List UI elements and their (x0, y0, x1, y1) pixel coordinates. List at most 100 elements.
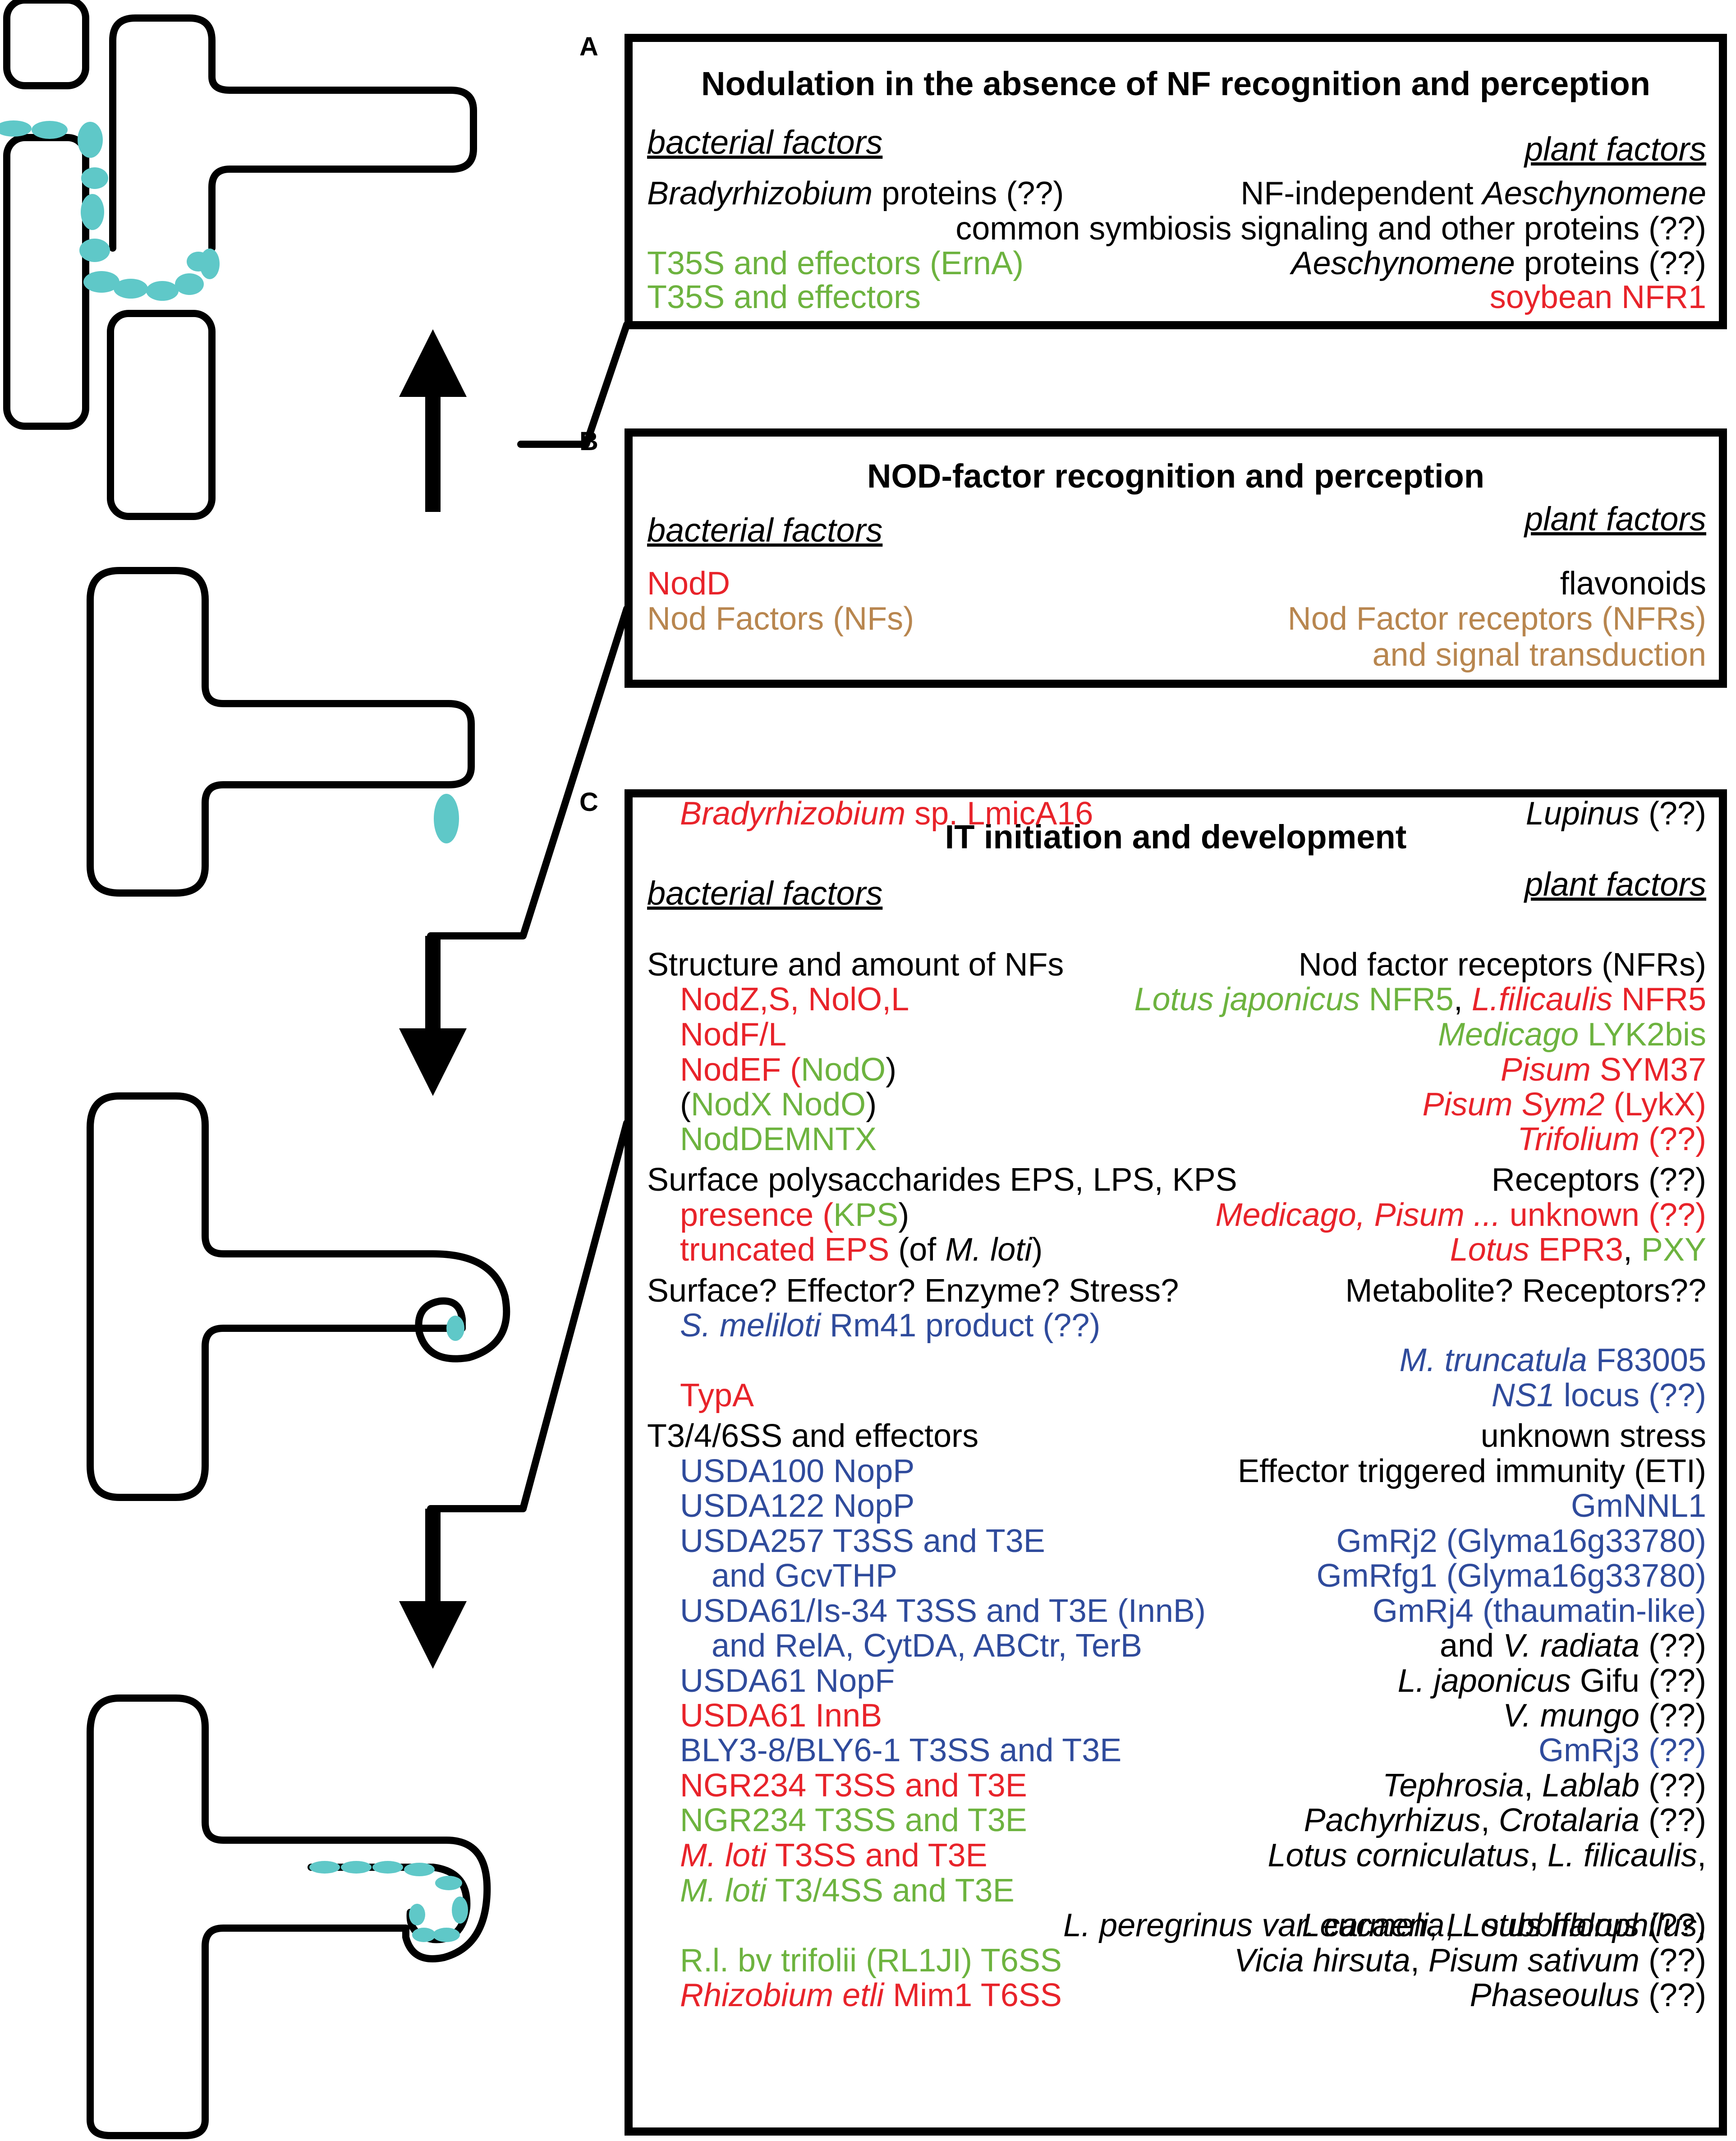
panel-c-line-5: Medicago LYK2bis (1438, 1018, 1706, 1051)
panel-b-plant-header: plant factors (1524, 500, 1706, 538)
text-segment: USDA100 NopP (680, 1453, 915, 1489)
text-segment: Vicia hirsuta (1234, 1943, 1410, 1979)
text-segment: T3SS and T3E (767, 1837, 987, 1874)
text-segment: L.filicaulis (1471, 981, 1612, 1018)
text-segment: NF-independent (1240, 175, 1483, 212)
panel-c-line-37: and V. radiata (??) (1440, 1630, 1706, 1662)
text-segment: Lotus (1450, 1232, 1529, 1268)
text-segment: (??) (1639, 796, 1706, 832)
panel-a-line-1: NF-independent Aeschynomene (1240, 177, 1706, 210)
text-segment: ) (886, 1052, 897, 1088)
text-segment: Aeschynomene (1291, 245, 1515, 281)
text-segment: Bradyrhizobium (647, 175, 873, 212)
panel-c-line-7: Pisum SYM37 (1501, 1054, 1706, 1086)
panel-c-line-46: NGR234 T3SS and T3E (680, 1804, 1027, 1837)
panel-c-line-38: USDA61 NopF (680, 1665, 895, 1697)
panel-c-line-47: Pachyrhizus, Crotalaria (??) (1304, 1804, 1706, 1837)
root-hair-cell-a (109, 14, 477, 252)
text-segment: flavonoids (1560, 566, 1706, 602)
text-segment: , (1524, 1768, 1542, 1804)
panel-c-line-36: and RelA, CytDA, ABCtr, TerB (712, 1630, 1142, 1662)
text-segment: unknown (??) (1500, 1197, 1706, 1233)
panel-b-line-0: NodD (647, 567, 730, 600)
text-segment: Bradyrhizobium (680, 796, 906, 832)
text-segment: TypA (680, 1377, 754, 1414)
text-segment: (??) (1639, 1802, 1706, 1838)
panel-c-line-51: Leucaena, Lotus halophilus, (1302, 1909, 1706, 1942)
text-segment: (LykX) (1604, 1087, 1706, 1123)
text-segment: Medicago, Pisum ... (1215, 1197, 1501, 1233)
text-segment: , (1410, 1943, 1428, 1979)
text-segment: NodEF ( (680, 1052, 801, 1088)
text-segment: Crotalaria (1498, 1802, 1640, 1838)
text-segment: (??) (1639, 1943, 1706, 1979)
text-segment: (??) (1639, 1628, 1706, 1664)
text-segment: M. loti (680, 1837, 767, 1874)
panel-c-line-4: NodF/L (680, 1018, 786, 1051)
text-segment: proteins (??) (1515, 245, 1706, 281)
panel-c-line-25: T3/4/6SS and effectors (647, 1420, 978, 1452)
panel-c-line-56: Phaseoulus (??) (1470, 1979, 1706, 2012)
text-segment: Lotus corniculatus (1268, 1837, 1529, 1874)
text-segment: , (1444, 1907, 1463, 1943)
arrow-up (399, 329, 467, 512)
panel-letter-a: A (579, 32, 598, 61)
text-segment: Receptors (??) (1491, 1162, 1706, 1198)
panel-c-line-44: NGR234 T3SS and T3E (680, 1769, 1027, 1802)
panel-c-line-11: Trifolium (??) (1517, 1123, 1706, 1156)
text-segment: NodX NodO (690, 1087, 866, 1123)
text-segment: L. filicaulis (1547, 1837, 1697, 1874)
text-segment: T3/4/6SS and effectors (647, 1418, 979, 1454)
text-segment: Pisum (1500, 1052, 1591, 1088)
panel-c-line-52: L. peregrinus var. carmeli, L. subbiflor… (1063, 1909, 1706, 1942)
text-segment: proteins (??) (873, 175, 1064, 212)
panel-c-line-22: NS1 locus (??) (1492, 1379, 1706, 1412)
text-segment: GmRj4 (thaumatin-like) (1372, 1593, 1706, 1629)
text-segment: NFR5 (1612, 981, 1706, 1018)
text-segment: presence ( (680, 1197, 834, 1233)
panel-c-line-53: R.l. bv trifolii (RL1JI) T6SS (680, 1944, 1062, 1977)
text-segment: Pachyrhizus (1304, 1802, 1481, 1838)
text-segment: GmNNL1 (1571, 1488, 1706, 1524)
text-segment: Lotus halophilus (1462, 1907, 1697, 1943)
panel-c-line-2: NodZ,S, NolO,L (680, 983, 909, 1016)
arrow-down-1 (399, 936, 467, 1096)
panel-c-line-30: GmRj2 (Glyma16g33780) (1336, 1525, 1706, 1557)
text-segment: Structure and amount of NFs (647, 947, 1064, 983)
epidermal-cell-left-top (3, 0, 89, 89)
bacteria-in-infection-thread (309, 1861, 468, 1942)
panel-c-line-6: NodEF (NodO) (680, 1054, 896, 1086)
text-segment: USDA122 NopP (680, 1488, 915, 1524)
panel-c-line-58: Lupinus (??) (1526, 797, 1706, 830)
text-segment: NodO (801, 1052, 886, 1088)
text-segment: Pisum sativum (1428, 1943, 1640, 1979)
panel-a-box: Nodulation in the absence of NF recognit… (625, 34, 1727, 329)
epidermal-cell-left-bottom (3, 134, 89, 430)
text-segment: L. subbiflorus (1446, 1907, 1640, 1943)
text-segment: L. japonicus (1397, 1663, 1571, 1699)
root-hair-cell-c (87, 1092, 510, 1501)
text-segment: Nod Factors (NFs) (647, 601, 914, 637)
text-segment: , (1623, 1232, 1641, 1268)
panel-c-line-21: M. truncatula F83005 (1400, 1344, 1706, 1377)
panel-c-line-28: GmNNL1 (1571, 1490, 1706, 1522)
text-segment: (??) (1639, 1768, 1706, 1804)
panel-c-line-14: presence (KPS) (680, 1199, 909, 1231)
panel-c-line-18: Surface? Effector? Enzyme? Stress? (647, 1275, 1179, 1307)
connector-b (427, 605, 630, 939)
text-segment: Lablab (1542, 1768, 1640, 1804)
text-segment: NodD (647, 566, 730, 602)
panel-c-line-17: Lotus EPR3, PXY (1450, 1234, 1706, 1266)
text-segment: Lotus japonicus (1134, 981, 1360, 1018)
connector-a (517, 321, 630, 448)
root-hair-cell-b (87, 567, 475, 897)
text-segment: Surface? Effector? Enzyme? Stress? (647, 1273, 1179, 1309)
text-segment: Pisum Sym2 (1422, 1087, 1605, 1123)
root-hair-cell-d (87, 1694, 491, 2139)
text-segment: , (1453, 981, 1472, 1018)
panel-a-line-3: T35S and effectors (ErnA) (647, 247, 1024, 280)
panel-b-line-3: Nod Factor receptors (NFRs) (1288, 603, 1706, 635)
panel-c-line-15: Medicago, Pisum ... unknown (??) (1215, 1199, 1706, 1231)
text-segment: NGR234 T3SS and T3E (680, 1768, 1027, 1804)
text-segment: LYK2bis (1579, 1017, 1706, 1053)
